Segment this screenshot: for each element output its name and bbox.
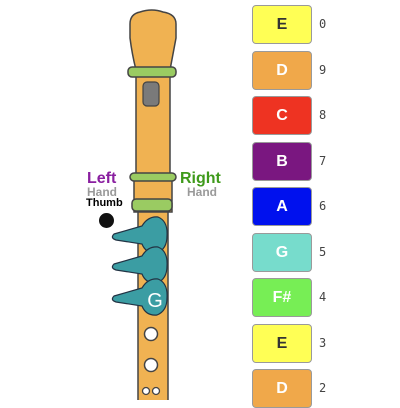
current-note-label: G (147, 290, 163, 312)
open-hole (143, 326, 159, 342)
note-number: 6 (319, 199, 327, 213)
left-ring-finger (111, 278, 168, 316)
note-button[interactable]: D (252, 369, 312, 408)
note-button-label: A (276, 197, 288, 215)
note-button[interactable]: B (252, 142, 312, 181)
note-number: 2 (319, 381, 327, 395)
note-button-label: D (276, 61, 288, 79)
thumb-hole-indicator (99, 213, 114, 228)
note-number: 0 (319, 17, 327, 31)
note-button-label: E (276, 15, 288, 33)
note-button-label: G (275, 243, 289, 261)
open-hole-small (151, 386, 161, 396)
note-number: 9 (319, 63, 327, 77)
recorder-ring (131, 198, 173, 212)
note-button-label: D (276, 379, 288, 397)
note-number: 5 (319, 245, 327, 259)
note-button[interactable]: A (252, 187, 312, 226)
note-button[interactable]: E (252, 324, 312, 363)
note-button[interactable]: C (252, 96, 312, 135)
note-button[interactable]: G (252, 233, 312, 272)
note-button-label: B (276, 152, 288, 170)
note-number: 7 (319, 154, 327, 168)
open-hole (143, 357, 159, 373)
right-hand-sublabel: Hand (187, 185, 217, 199)
note-number: 4 (319, 290, 327, 304)
note-button[interactable]: D (252, 51, 312, 90)
left-hand-sublabel: Hand (87, 185, 117, 199)
note-button-label: C (276, 106, 288, 124)
open-hole-small (141, 386, 151, 396)
note-number: 3 (319, 336, 327, 350)
note-button[interactable]: F# (252, 278, 312, 317)
note-number: 8 (319, 108, 327, 122)
right-hand-label: Right (180, 170, 221, 187)
left-middle-finger (111, 246, 168, 284)
recorder-window (142, 81, 160, 107)
recorder-head-joint (129, 9, 177, 71)
thumb-label: Thumb (86, 197, 123, 209)
note-button-label: E (276, 334, 288, 352)
note-button[interactable]: E (252, 5, 312, 44)
recorder-ring (127, 66, 177, 78)
left-index-finger (111, 216, 168, 254)
left-hand-label: Left (87, 170, 117, 187)
note-button-label: F# (272, 288, 292, 306)
recorder-ring (129, 172, 177, 182)
